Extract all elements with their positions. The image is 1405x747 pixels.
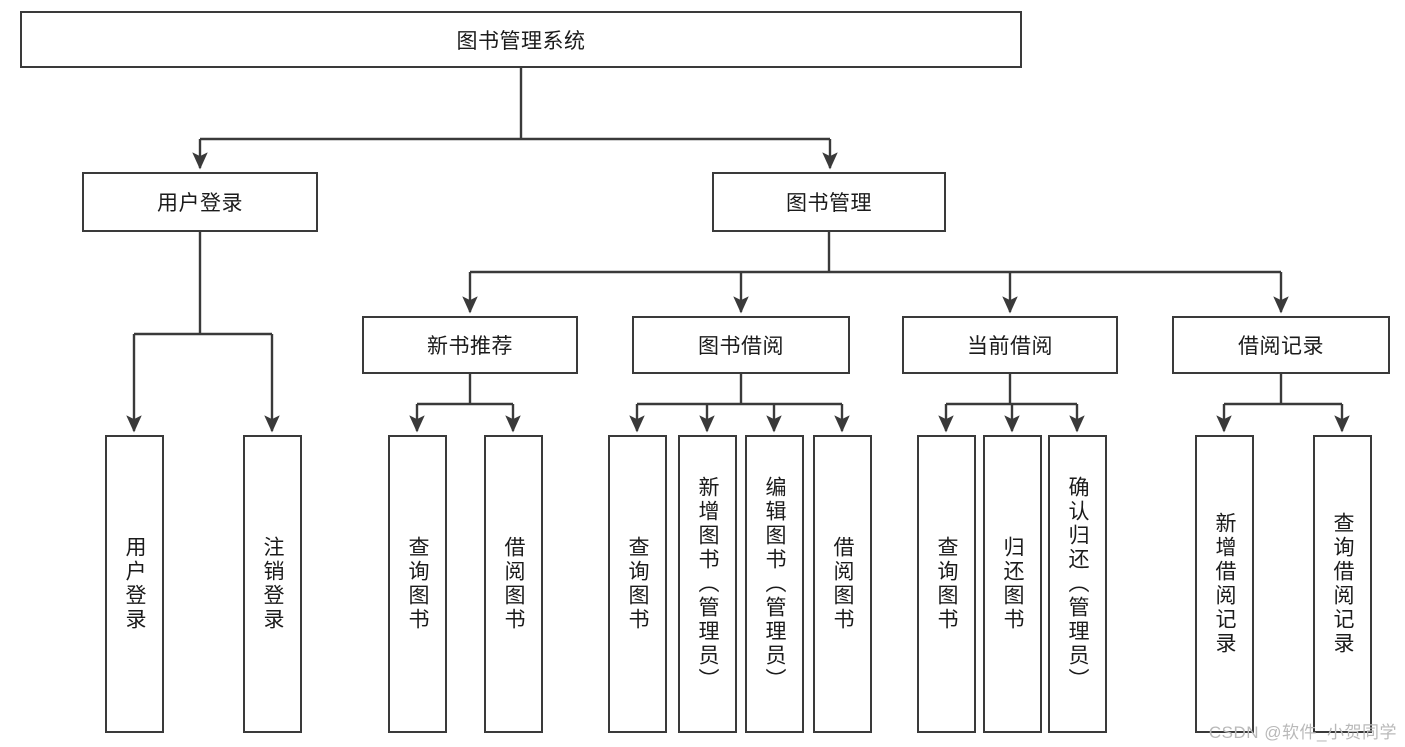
node-new-book-recommend[interactable]: 新书推荐 (362, 316, 578, 374)
node-leaf-borrow-book-recommend[interactable]: 借阅图书 (484, 435, 543, 733)
node-root-label: 图书管理系统 (456, 29, 586, 53)
node-leaf-return-book[interactable]: 归还图书 (983, 435, 1042, 733)
node-leaf-query-book-borrow-label: 查询图书 (626, 536, 649, 632)
node-new-book-recommend-label: 新书推荐 (427, 335, 513, 358)
node-leaf-user-login[interactable]: 用户登录 (105, 435, 164, 733)
node-leaf-query-book-borrow[interactable]: 查询图书 (608, 435, 667, 733)
node-root[interactable]: 图书管理系统 (20, 11, 1022, 68)
node-leaf-logout-label: 注销登录 (261, 536, 284, 632)
node-current-borrow[interactable]: 当前借阅 (902, 316, 1118, 374)
node-leaf-logout[interactable]: 注销登录 (243, 435, 302, 733)
node-user-login-label: 用户登录 (157, 192, 243, 215)
node-borrow-record[interactable]: 借阅记录 (1172, 316, 1390, 374)
node-leaf-user-login-label: 用户登录 (123, 536, 146, 632)
node-leaf-query-book-recommend-label: 查询图书 (406, 536, 429, 632)
node-leaf-query-book-recommend[interactable]: 查询图书 (388, 435, 447, 733)
node-book-borrow[interactable]: 图书借阅 (632, 316, 850, 374)
node-leaf-query-borrow-record-label: 查询借阅记录 (1331, 512, 1354, 656)
node-leaf-return-book-label: 归还图书 (1001, 536, 1024, 632)
node-leaf-query-borrow-record[interactable]: 查询借阅记录 (1313, 435, 1372, 733)
node-current-borrow-label: 当前借阅 (967, 335, 1053, 358)
node-leaf-add-book[interactable]: 新增图书（管理员） (678, 435, 737, 733)
node-user-login[interactable]: 用户登录 (82, 172, 318, 232)
node-leaf-borrow-book-label: 借阅图书 (831, 536, 854, 632)
node-leaf-query-book-current-label: 查询图书 (935, 536, 958, 632)
node-leaf-add-borrow-record-label: 新增借阅记录 (1213, 512, 1236, 656)
node-leaf-add-book-label: 新增图书（管理员） (696, 476, 719, 692)
node-leaf-borrow-book[interactable]: 借阅图书 (813, 435, 872, 733)
node-borrow-record-label: 借阅记录 (1238, 335, 1324, 358)
node-book-management[interactable]: 图书管理 (712, 172, 946, 232)
node-book-management-label: 图书管理 (786, 192, 872, 215)
node-book-borrow-label: 图书借阅 (698, 335, 784, 358)
node-leaf-confirm-return-label: 确认归还（管理员） (1066, 476, 1089, 692)
node-leaf-borrow-book-recommend-label: 借阅图书 (502, 536, 525, 632)
node-leaf-add-borrow-record[interactable]: 新增借阅记录 (1195, 435, 1254, 733)
node-leaf-confirm-return[interactable]: 确认归还（管理员） (1048, 435, 1107, 733)
node-leaf-edit-book-label: 编辑图书（管理员） (763, 476, 786, 692)
watermark-text: CSDN @软件_小贺同学 (1208, 723, 1397, 742)
node-leaf-query-book-current[interactable]: 查询图书 (917, 435, 976, 733)
node-leaf-edit-book[interactable]: 编辑图书（管理员） (745, 435, 804, 733)
